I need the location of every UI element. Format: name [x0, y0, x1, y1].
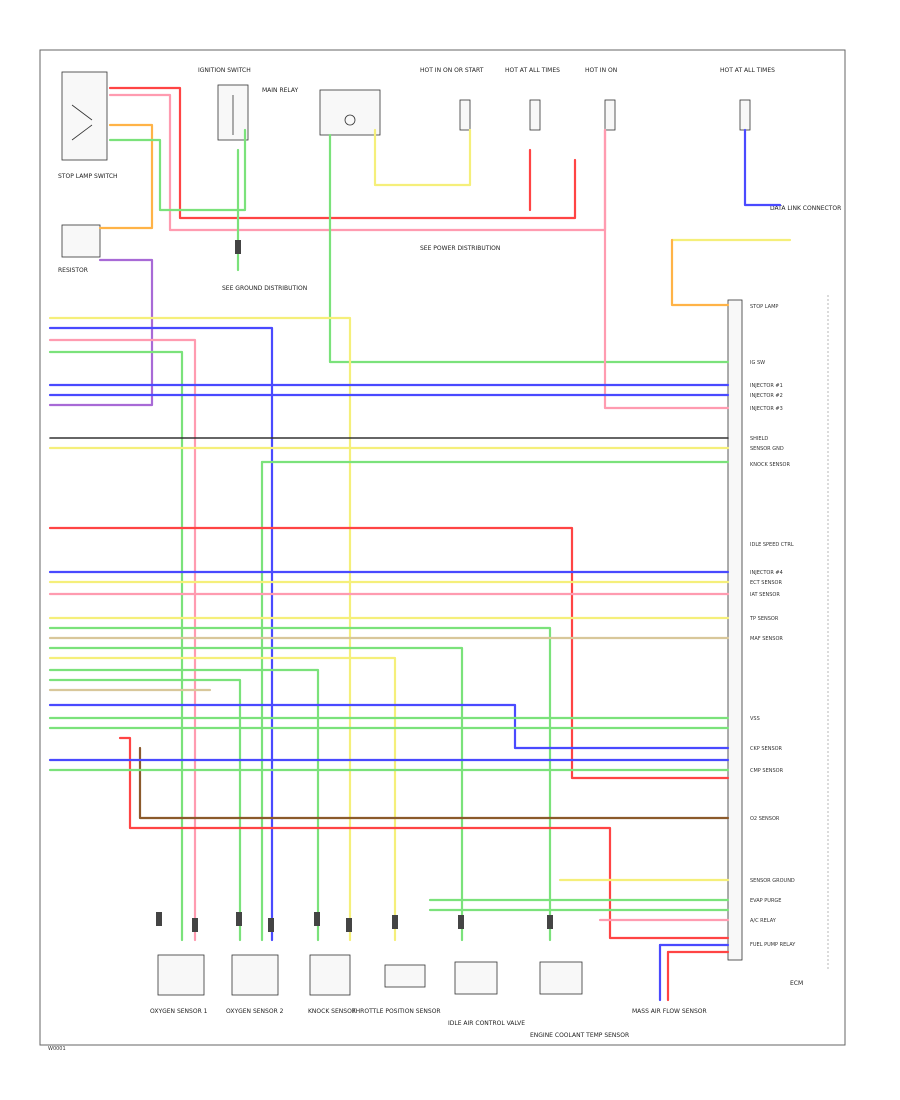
- ecm-pin-label: SENSOR GROUND: [750, 878, 795, 884]
- fuse-hot-all-times-1: HOT AT ALL TIMES: [505, 67, 560, 131]
- ecm-pin-label: TP SENSOR: [749, 616, 779, 622]
- ecm-pin-label: VSS: [750, 716, 760, 722]
- bottom-component-label: OXYGEN SENSOR 2: [226, 1008, 284, 1015]
- data-link-connector-label: DATA LINK CONNECTOR: [770, 205, 841, 212]
- main-relay: MAIN RELAY: [262, 87, 381, 136]
- power-distribution-label: SEE POWER DISTRIBUTION: [420, 245, 500, 252]
- ecm-pin-label: INJECTOR #3: [750, 406, 783, 412]
- ecm-pin-label: IDLE SPEED CTRL: [750, 542, 794, 548]
- ecm-pin-label: O2 SENSOR: [750, 816, 780, 822]
- diagram-frame: [39, 49, 846, 1046]
- ecm-pin-label: IG SW: [750, 360, 765, 366]
- bottom-component-label: ENGINE COOLANT TEMP SENSOR: [530, 1032, 629, 1039]
- ground-distribution-label: SEE GROUND DISTRIBUTION: [222, 285, 307, 292]
- ecm-pin-label: A/C RELAY: [750, 918, 777, 924]
- fuse-hot-on-start: HOT IN ON OR START: [420, 67, 484, 131]
- bottom-component-label: KNOCK SENSOR: [308, 1008, 356, 1015]
- ecm-pin-label: INJECTOR #2: [750, 393, 783, 399]
- ignition-switch-label: IGNITION SWITCH: [198, 67, 251, 74]
- ecm-connector-strip: [727, 299, 743, 961]
- fuse-hot-all-times-2: HOT AT ALL TIMES: [720, 67, 775, 131]
- ecm-pin-label: IAT SENSOR: [750, 592, 780, 598]
- ecm-pin-label: CMP SENSOR: [750, 768, 784, 774]
- ecm-label: ECM: [790, 980, 803, 987]
- ecm-pin-label: FUEL PUMP RELAY: [750, 942, 796, 948]
- ecm-pin-label: INJECTOR #1: [750, 383, 783, 389]
- ecm-pin-label: MAF SENSOR: [750, 636, 783, 642]
- ecm-pin-label: KNOCK SENSOR: [750, 462, 790, 468]
- bottom-component-label: OXYGEN SENSOR 1: [150, 1008, 208, 1015]
- fuse-hot-on-start-label: HOT IN ON OR START: [420, 67, 484, 74]
- connector-markers: [156, 240, 553, 932]
- top-wiring: [48, 86, 792, 410]
- footer-id: W0001: [48, 1046, 66, 1052]
- stop-lamp-switch-label: STOP LAMP SWITCH: [58, 173, 118, 180]
- bottom-component-label: MASS AIR FLOW SENSOR: [632, 1008, 707, 1015]
- ecm-pin-label: EVAP PURGE: [750, 898, 781, 904]
- fuse-hot-all-times-1-label: HOT AT ALL TIMES: [505, 67, 560, 74]
- ignition-switch: IGNITION SWITCH: [198, 67, 251, 141]
- ecm-pin-label: CKP SENSOR: [750, 746, 783, 752]
- ecm-pin-label: STOP LAMP: [750, 304, 778, 310]
- resistor: RESISTOR: [58, 224, 101, 274]
- fuse-hot-on: HOT IN ON: [585, 67, 617, 131]
- ecm-pin-label: SHIELD: [750, 436, 768, 442]
- main-relay-label: MAIN RELAY: [262, 87, 299, 94]
- ecm-pin-label: ECT SENSOR: [750, 580, 782, 586]
- resistor-label: RESISTOR: [58, 267, 88, 274]
- bottom-component-label: IDLE AIR CONTROL VALVE: [448, 1020, 525, 1027]
- ecm-pin-label: SENSOR GND: [750, 446, 784, 452]
- stop-lamp-switch: STOP LAMP SWITCH: [58, 71, 118, 180]
- fuse-hot-on-label: HOT IN ON: [585, 67, 617, 74]
- bus-wiring: [48, 316, 730, 1002]
- ecm-pin-label: INJECTOR #4: [750, 570, 783, 576]
- ecm-pin-labels: STOP LAMP IG SW INJECTOR #1 INJECTOR #2 …: [749, 304, 796, 948]
- fuse-hot-all-times-2-label: HOT AT ALL TIMES: [720, 67, 775, 74]
- bottom-components: OXYGEN SENSOR 1 OXYGEN SENSOR 2 KNOCK SE…: [150, 954, 707, 1039]
- bottom-component-label: THROTTLE POSITION SENSOR: [351, 1008, 441, 1015]
